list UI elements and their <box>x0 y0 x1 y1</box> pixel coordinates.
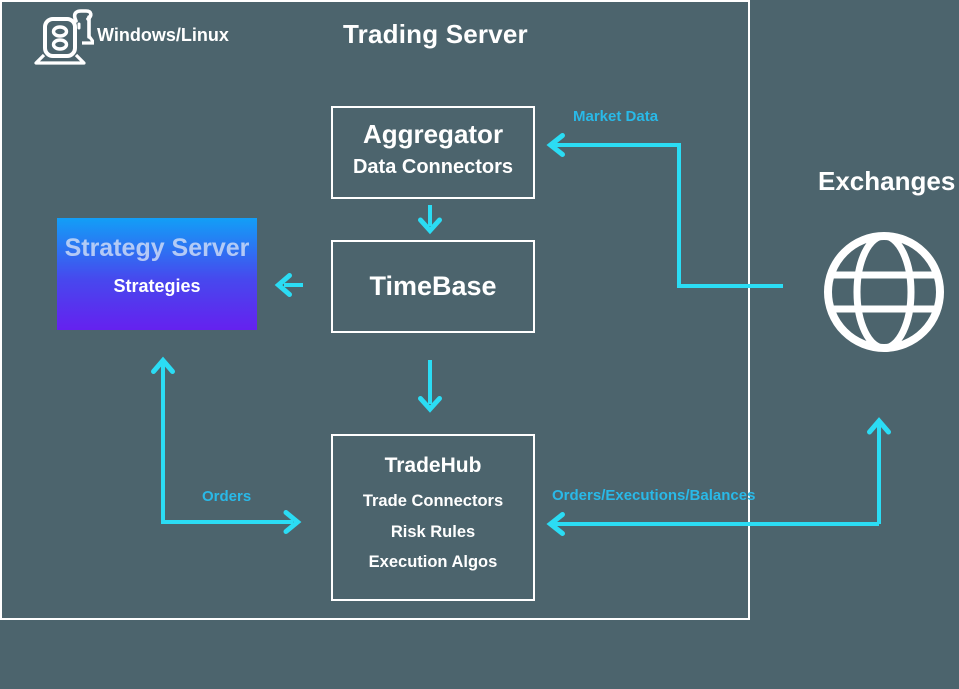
aggregator-subtitle: Data Connectors <box>352 156 514 178</box>
globe-icon <box>824 232 944 352</box>
tradehub-item: Trade Connectors <box>362 492 504 510</box>
tradehub-title: TradeHub <box>384 454 482 477</box>
aggregator-title: Aggregator <box>362 119 504 149</box>
server-icon <box>34 9 94 65</box>
tradehub-item: Risk Rules <box>390 522 476 541</box>
trading-server-container: Windows/Linux Trading Server Aggregator … <box>0 0 750 620</box>
strategy-server-title: Strategy Server <box>64 234 250 262</box>
orders-label: Orders <box>202 488 252 505</box>
market-data-label: Market Data <box>573 108 659 125</box>
orders-executions-balances-label: Orders/Executions/Balances <box>552 487 756 504</box>
tradehub-items: Trade Connectors Risk Rules Execution Al… <box>333 486 533 578</box>
exchanges-title: Exchanges <box>818 166 956 196</box>
trading-server-title: Trading Server <box>343 19 528 49</box>
os-label: Windows/Linux <box>97 25 229 45</box>
timebase-title: TimeBase <box>369 271 497 301</box>
tradehub-item: Execution Algos <box>368 553 498 571</box>
node-timebase: TimeBase <box>331 240 535 333</box>
node-aggregator: Aggregator Data Connectors <box>331 106 535 199</box>
node-tradehub: TradeHub Trade Connectors Risk Rules Exe… <box>331 434 535 601</box>
strategy-server-subtitle: Strategies <box>113 276 201 296</box>
node-strategy-server: Strategy Server Strategies <box>57 218 257 330</box>
